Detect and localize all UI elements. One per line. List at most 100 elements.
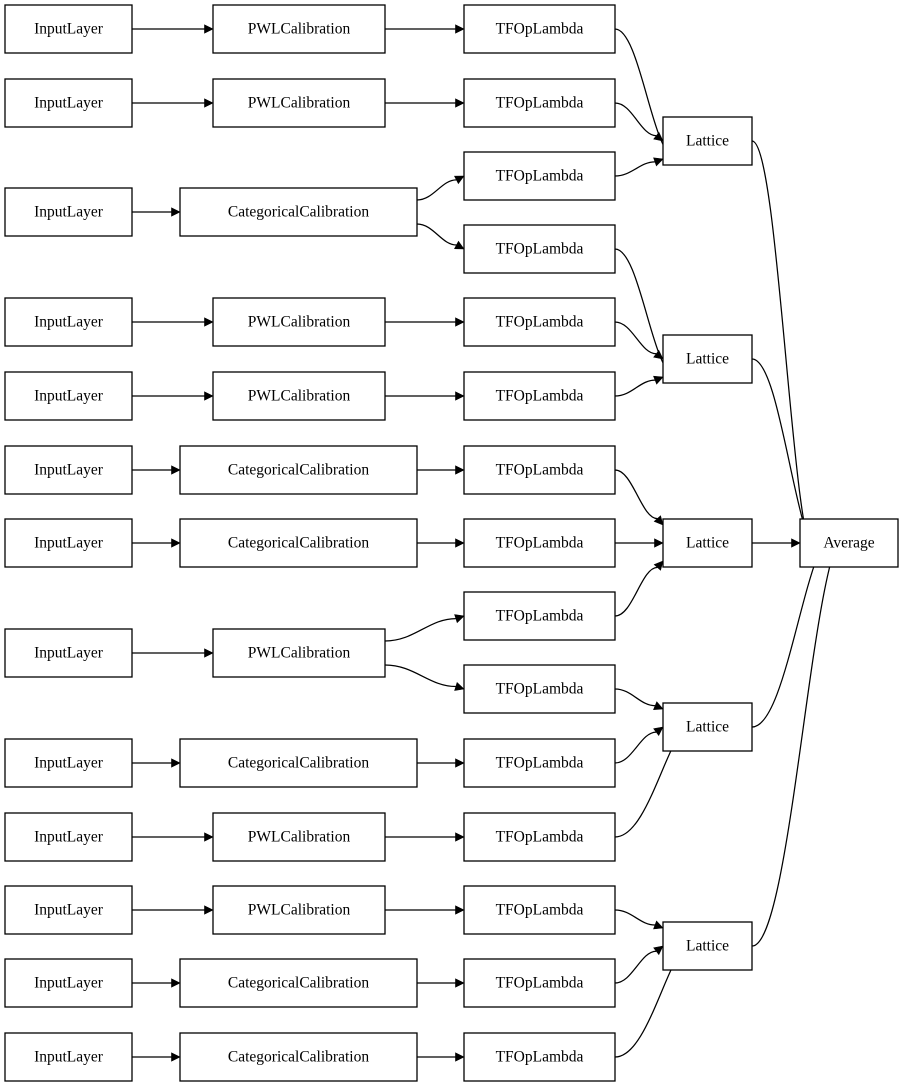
node-label: TFOpLambda: [496, 388, 584, 405]
node-categoricalcalibration-cal3[interactable]: CategoricalCalibration: [179, 187, 418, 237]
node-label: CategoricalCalibration: [228, 755, 369, 772]
node-inputlayer-in13[interactable]: InputLayer: [4, 1032, 133, 1082]
node-box[interactable]: [4, 297, 133, 347]
node-box[interactable]: [4, 4, 133, 54]
node-box[interactable]: [212, 628, 386, 678]
node-lattice-lat4[interactable]: Lattice: [662, 702, 753, 752]
node-tfoplambda-lam5[interactable]: TFOpLambda: [463, 297, 616, 347]
node-box[interactable]: [463, 297, 616, 347]
node-lattice-lat3[interactable]: Lattice: [662, 518, 753, 568]
node-box[interactable]: [463, 1032, 616, 1082]
node-pwlcalibration-cal8[interactable]: PWLCalibration: [212, 628, 386, 678]
node-box[interactable]: [463, 812, 616, 862]
node-box[interactable]: [662, 921, 753, 971]
node-lattice-lat5[interactable]: Lattice: [662, 921, 753, 971]
node-label: CategoricalCalibration: [228, 1049, 369, 1066]
node-box[interactable]: [179, 187, 418, 237]
node-inputlayer-in7[interactable]: InputLayer: [4, 518, 133, 568]
node-box[interactable]: [179, 738, 418, 788]
edge-lam11-to-lat4: [614, 731, 657, 764]
node-box[interactable]: [212, 78, 386, 128]
node-inputlayer-in12[interactable]: InputLayer: [4, 958, 133, 1008]
node-tfoplambda-lam7[interactable]: TFOpLambda: [463, 445, 616, 495]
node-average-avg[interactable]: Average: [799, 518, 899, 568]
node-categoricalcalibration-cal13[interactable]: CategoricalCalibration: [179, 1032, 418, 1082]
node-inputlayer-in1[interactable]: InputLayer: [4, 4, 133, 54]
node-tfoplambda-lam10[interactable]: TFOpLambda: [463, 664, 616, 714]
node-box[interactable]: [4, 738, 133, 788]
node-tfoplambda-lam13[interactable]: TFOpLambda: [463, 885, 616, 935]
node-lattice-lat1[interactable]: Lattice: [662, 116, 753, 166]
node-box[interactable]: [463, 885, 616, 935]
node-tfoplambda-lam9[interactable]: TFOpLambda: [463, 591, 616, 641]
node-pwlcalibration-cal4[interactable]: PWLCalibration: [212, 297, 386, 347]
node-box[interactable]: [799, 518, 899, 568]
arrowhead-icon: [455, 24, 465, 34]
node-inputlayer-in3[interactable]: InputLayer: [4, 187, 133, 237]
node-box[interactable]: [4, 445, 133, 495]
node-box[interactable]: [212, 4, 386, 54]
node-box[interactable]: [212, 812, 386, 862]
node-categoricalcalibration-cal9[interactable]: CategoricalCalibration: [179, 738, 418, 788]
node-inputlayer-in4[interactable]: InputLayer: [4, 297, 133, 347]
node-box[interactable]: [4, 812, 133, 862]
node-tfoplambda-lam1[interactable]: TFOpLambda: [463, 4, 616, 54]
node-pwlcalibration-cal2[interactable]: PWLCalibration: [212, 78, 386, 128]
node-box[interactable]: [4, 885, 133, 935]
node-box[interactable]: [662, 518, 753, 568]
node-inputlayer-in2[interactable]: InputLayer: [4, 78, 133, 128]
node-box[interactable]: [212, 371, 386, 421]
node-box[interactable]: [4, 1032, 133, 1082]
node-box[interactable]: [212, 297, 386, 347]
node-box[interactable]: [179, 518, 418, 568]
node-box[interactable]: [463, 738, 616, 788]
node-tfoplambda-lam4[interactable]: TFOpLambda: [463, 224, 616, 274]
node-box[interactable]: [463, 224, 616, 274]
node-box[interactable]: [662, 334, 753, 384]
node-tfoplambda-lam15[interactable]: TFOpLambda: [463, 1032, 616, 1082]
node-box[interactable]: [4, 78, 133, 128]
node-inputlayer-in6[interactable]: InputLayer: [4, 445, 133, 495]
node-box[interactable]: [463, 445, 616, 495]
node-box[interactable]: [4, 628, 133, 678]
node-box[interactable]: [179, 445, 418, 495]
node-categoricalcalibration-cal12[interactable]: CategoricalCalibration: [179, 958, 418, 1008]
node-box[interactable]: [4, 371, 133, 421]
node-tfoplambda-lam2[interactable]: TFOpLambda: [463, 78, 616, 128]
node-inputlayer-in8[interactable]: InputLayer: [4, 628, 133, 678]
node-box[interactable]: [463, 4, 616, 54]
node-pwlcalibration-cal10[interactable]: PWLCalibration: [212, 812, 386, 862]
node-pwlcalibration-cal1[interactable]: PWLCalibration: [212, 4, 386, 54]
node-box[interactable]: [212, 885, 386, 935]
node-tfoplambda-lam6[interactable]: TFOpLambda: [463, 371, 616, 421]
node-pwlcalibration-cal5[interactable]: PWLCalibration: [212, 371, 386, 421]
node-inputlayer-in11[interactable]: InputLayer: [4, 885, 133, 935]
node-box[interactable]: [463, 664, 616, 714]
node-box[interactable]: [463, 78, 616, 128]
node-pwlcalibration-cal11[interactable]: PWLCalibration: [212, 885, 386, 935]
node-tfoplambda-lam3[interactable]: TFOpLambda: [463, 151, 616, 201]
node-box[interactable]: [4, 187, 133, 237]
node-box[interactable]: [463, 958, 616, 1008]
node-lattice-lat2[interactable]: Lattice: [662, 334, 753, 384]
node-box[interactable]: [463, 371, 616, 421]
node-box[interactable]: [179, 1032, 418, 1082]
node-box[interactable]: [662, 702, 753, 752]
node-box[interactable]: [4, 958, 133, 1008]
node-tfoplambda-lam12[interactable]: TFOpLambda: [463, 812, 616, 862]
node-categoricalcalibration-cal6[interactable]: CategoricalCalibration: [179, 445, 418, 495]
node-tfoplambda-lam14[interactable]: TFOpLambda: [463, 958, 616, 1008]
node-tfoplambda-lam8[interactable]: TFOpLambda: [463, 518, 616, 568]
node-inputlayer-in9[interactable]: InputLayer: [4, 738, 133, 788]
node-box[interactable]: [4, 518, 133, 568]
node-categoricalcalibration-cal7[interactable]: CategoricalCalibration: [179, 518, 418, 568]
node-box[interactable]: [179, 958, 418, 1008]
edge-lam9-to-lat3: [614, 566, 658, 617]
node-box[interactable]: [463, 151, 616, 201]
node-inputlayer-in10[interactable]: InputLayer: [4, 812, 133, 862]
node-box[interactable]: [463, 518, 616, 568]
node-inputlayer-in5[interactable]: InputLayer: [4, 371, 133, 421]
node-box[interactable]: [463, 591, 616, 641]
node-box[interactable]: [662, 116, 753, 166]
node-tfoplambda-lam11[interactable]: TFOpLambda: [463, 738, 616, 788]
